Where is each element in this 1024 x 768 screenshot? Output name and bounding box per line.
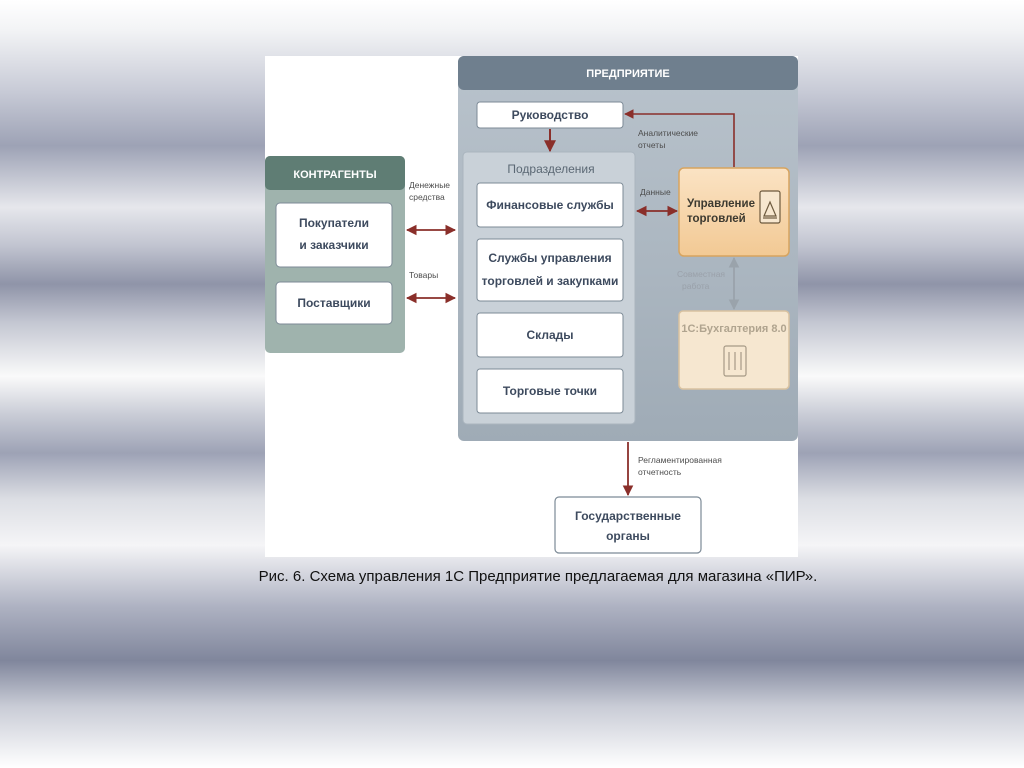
management-box: Руководство — [476, 101, 624, 129]
division-warehouses: Склады — [527, 328, 574, 342]
government-box: Государственные органы — [554, 496, 702, 554]
management-label: Руководство — [512, 108, 589, 122]
flow-goods: Товары — [409, 270, 438, 280]
buyers-line2: и заказчики — [299, 238, 368, 252]
flow-regulated-line2: отчетность — [638, 467, 682, 477]
flow-data: Данные — [640, 187, 671, 197]
counterparties-title: КОНТРАГЕНТЫ — [293, 169, 376, 181]
figure-caption: Рис. 6. Схема управления 1С Предприятие … — [258, 568, 818, 585]
buyers-line1: Покупатели — [299, 216, 369, 230]
trade-management-line2: торговлей — [687, 213, 746, 225]
trade-management-line1: Управление — [687, 198, 755, 210]
government-line1: Государственные — [575, 509, 681, 523]
trade-management-box: Управление торговлей — [678, 167, 790, 257]
suppliers-label: Поставщики — [297, 296, 370, 310]
arrow-analytic-reports — [624, 109, 735, 167]
diagram-svg: ПРЕДПРИЯТИЕ Руководство Подразделения Фи… — [265, 56, 798, 554]
government-line2: органы — [606, 529, 650, 543]
flow-analytic-line2: отчеты — [638, 140, 665, 150]
flow-regulated-line1: Регламентированная — [638, 455, 722, 465]
counterparties-panel: КОНТРАГЕНТЫ Покупатели и заказчики Поста… — [265, 156, 405, 353]
division-retail-points: Торговые точки — [503, 384, 597, 398]
flow-money-line2: средства — [409, 192, 445, 202]
division-trade-line2: торговлей и закупками — [482, 274, 619, 288]
division-financial: Финансовые службы — [486, 198, 614, 212]
divisions-title: Подразделения — [507, 162, 594, 176]
division-trade-line1: Службы управления — [488, 251, 611, 265]
accounting-app-icon — [723, 345, 747, 377]
divisions-panel: Подразделения Финансовые службы Службы у… — [462, 151, 636, 425]
enterprise-title: ПРЕДПРИЯТИЕ — [586, 68, 669, 80]
flow-joint-work-line1: Совместная — [677, 269, 725, 279]
accounting-box: 1С:Бухгалтерия 8.0 — [678, 310, 790, 390]
diagram-figure: ПРЕДПРИЯТИЕ Руководство Подразделения Фи… — [265, 56, 798, 557]
accounting-label: 1С:Бухгалтерия 8.0 — [681, 323, 786, 335]
trade-app-icon — [759, 190, 781, 224]
flow-money-line1: Денежные — [409, 180, 450, 190]
flow-joint-work-line2: работа — [682, 281, 710, 291]
flow-analytic-line1: Аналитические — [638, 128, 698, 138]
